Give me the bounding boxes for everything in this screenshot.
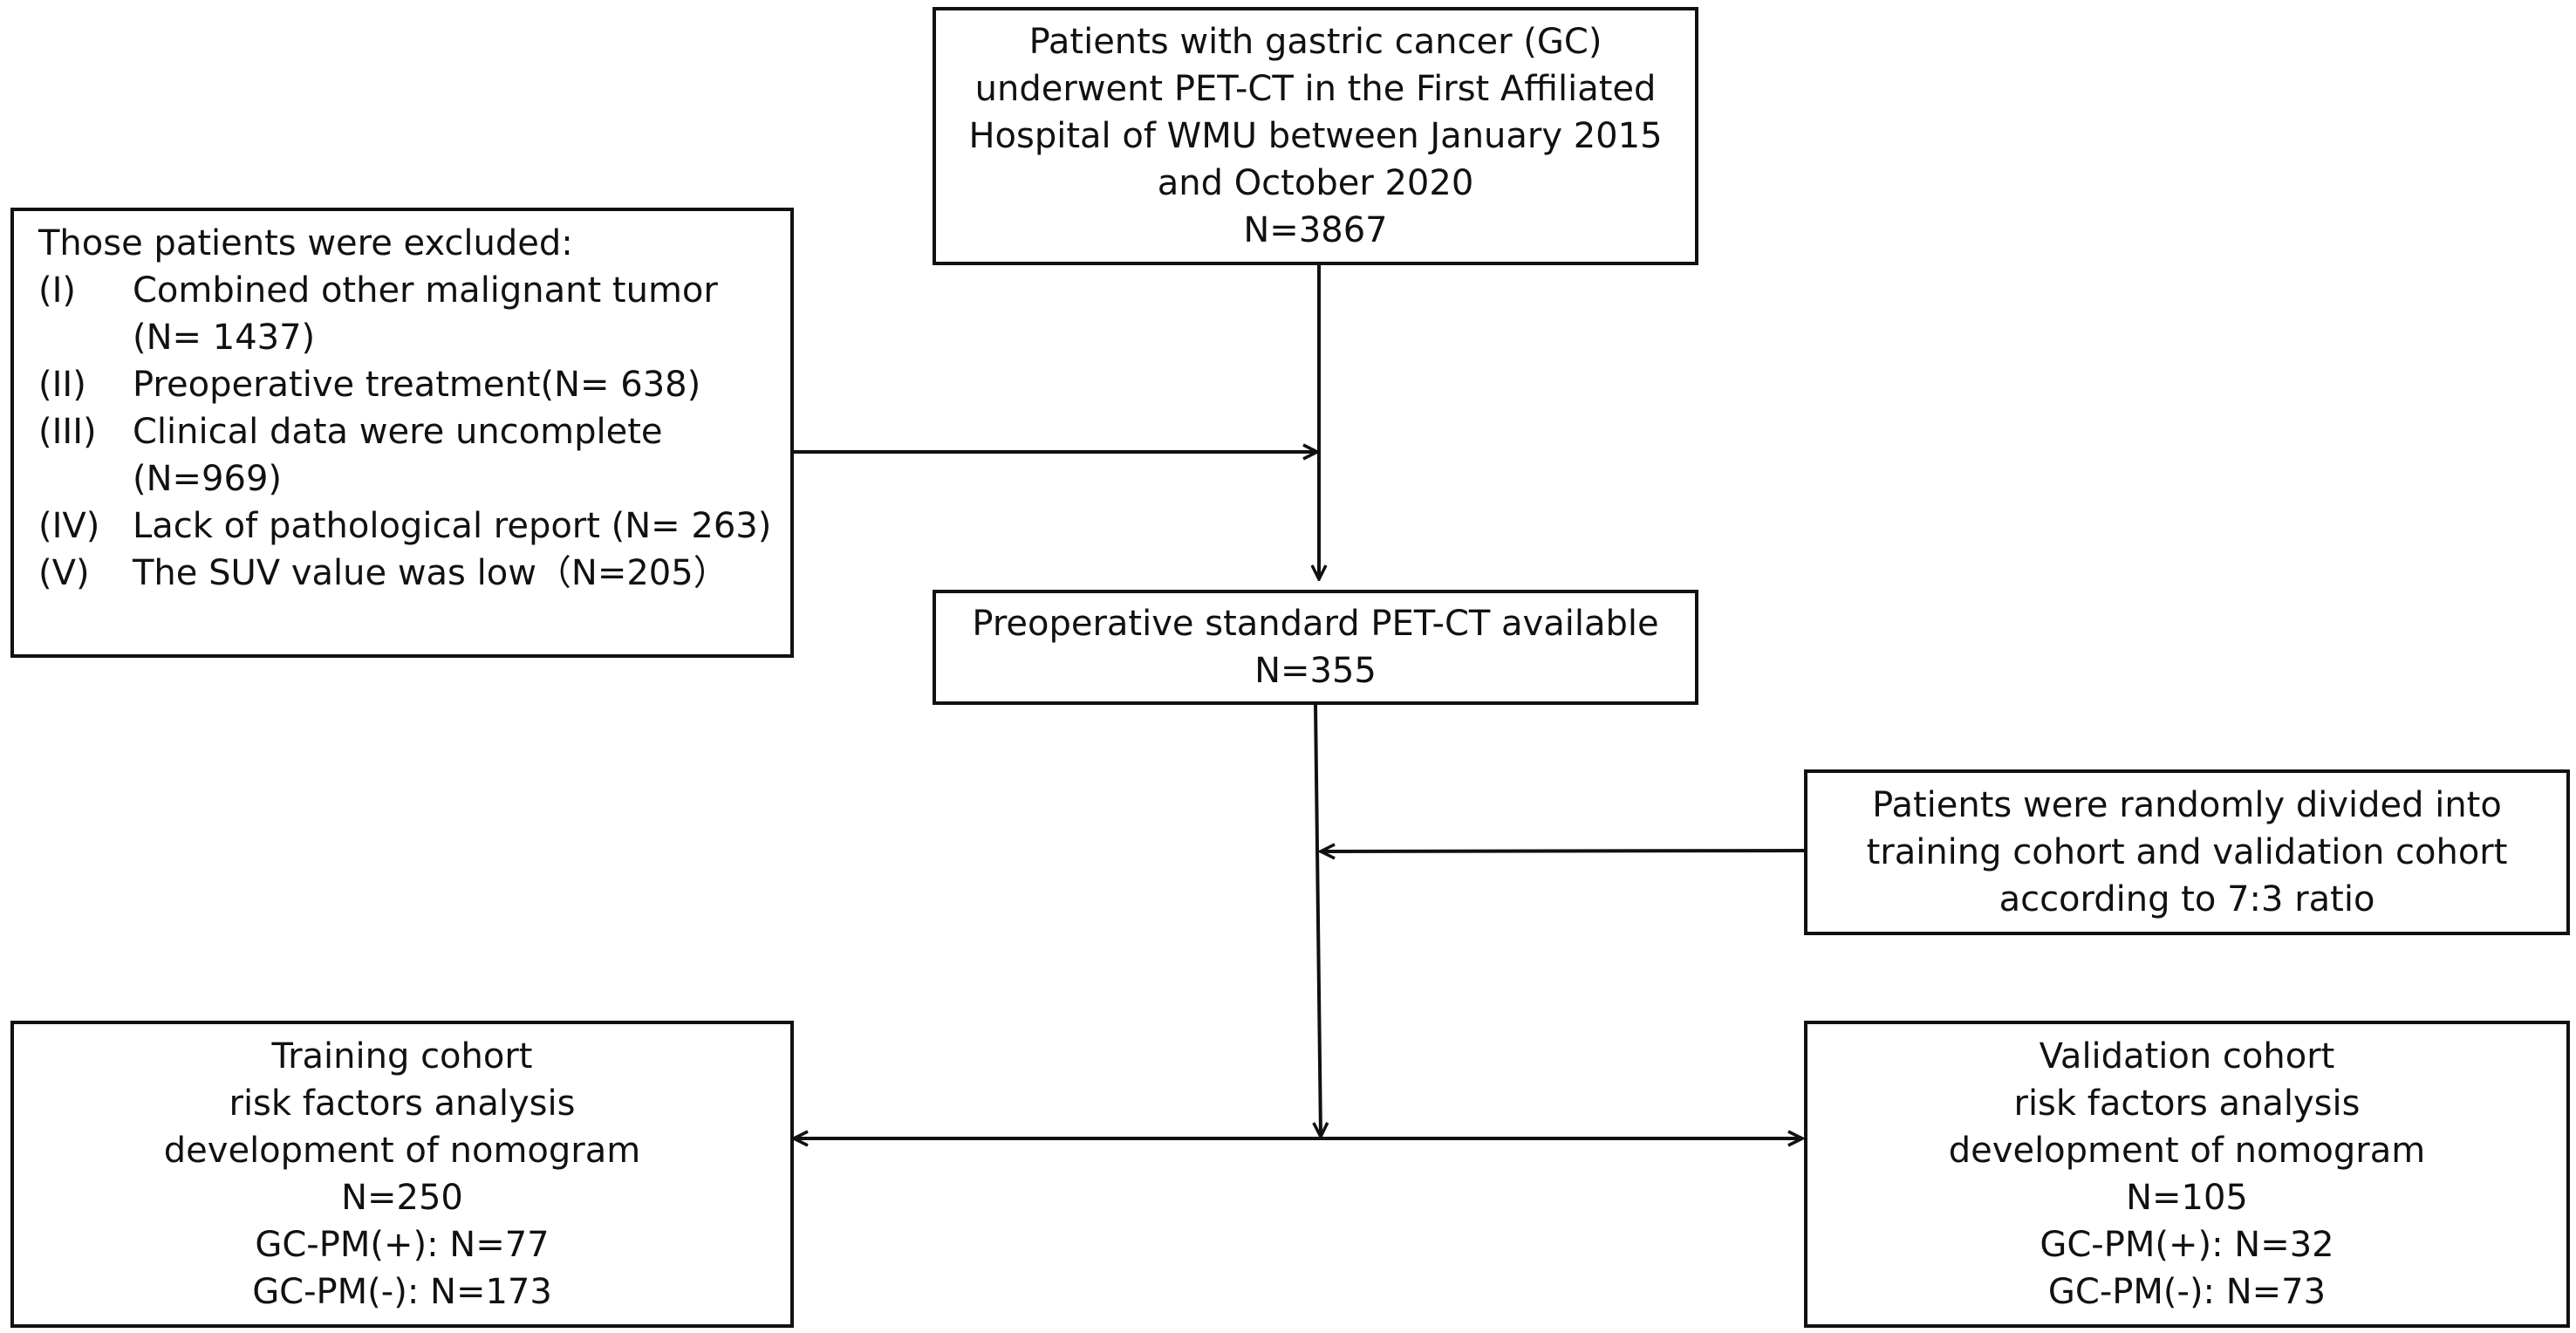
exclusion-item-number: (IV) [38,506,100,546]
arrow-available-to-split [1315,702,1321,1137]
exclusion-item-3: (III) Clinical data were uncomplete [38,408,790,455]
validation-cohort-box: Validation cohort risk factors analysis … [1804,1021,2570,1328]
source-line-3: Hospital of WMU between January 2015 [968,116,1663,156]
training-cohort-box: Training cohort risk factors analysis de… [10,1021,794,1328]
training-line-3: development of nomogram [163,1131,641,1171]
exclusion-item-number: (I) [38,270,77,311]
exclusion-item-1-cont: (N= 1437) [38,314,790,361]
exclusion-criteria-box: Those patients were excluded: (I) Combin… [10,208,794,658]
exclusion-item-count: (N=969) [133,459,282,499]
randomization-box: Patients were randomly divided into trai… [1804,769,2570,935]
validation-line-3: development of nomogram [1948,1131,2426,1171]
validation-count: N=105 [2126,1178,2248,1218]
training-line-2: risk factors analysis [229,1083,576,1124]
validation-line-2: risk factors analysis [2013,1083,2361,1124]
exclusion-item-number: (III) [38,412,97,452]
training-count: N=250 [341,1178,463,1218]
source-population-box: Patients with gastric cancer (GC) underw… [933,7,1698,265]
exclusion-item-4: (IV) Lack of pathological report (N= 263… [38,502,790,550]
training-title: Training cohort [271,1036,533,1077]
exclusion-item-text: Preoperative treatment(N= 638) [133,365,701,405]
randomization-line-1: Patients were randomly divided into [1872,785,2502,825]
randomization-line-2: training cohort and validation cohort [1866,832,2508,872]
validation-title: Validation cohort [2039,1036,2335,1077]
exclusion-item-text: Combined other malignant tumor [133,270,718,311]
exclusion-item-1: (I) Combined other malignant tumor [38,267,790,314]
exclusion-item-2: (II) Preoperative treatment(N= 638) [38,361,790,408]
exclusion-item-text: The SUV value was low（N=205） [133,553,728,593]
source-line-4: and October 2020 [1157,163,1474,203]
training-pm-negative: GC-PM(-): N=173 [252,1272,552,1312]
training-pm-positive: GC-PM(+): N=77 [255,1225,550,1265]
exclusion-item-text: Lack of pathological report (N= 263) [133,506,772,546]
validation-pm-positive: GC-PM(+): N=32 [2040,1225,2334,1265]
available-petct-box: Preoperative standard PET-CT available N… [933,590,1698,705]
source-count: N=3867 [1243,210,1388,250]
source-line-2: underwent PET-CT in the First Affiliated [974,69,1657,109]
available-count: N=355 [1254,651,1377,691]
exclusion-title: Those patients were excluded: [38,223,573,263]
source-line-1: Patients with gastric cancer (GC) [1028,22,1602,62]
exclusion-item-number: (V) [38,553,90,593]
validation-pm-negative: GC-PM(-): N=73 [2047,1272,2327,1312]
exclusion-item-number: (II) [38,365,86,405]
randomization-line-3: according to 7:3 ratio [1999,879,2375,919]
available-line-1: Preoperative standard PET-CT available [972,604,1659,644]
exclusion-item-5: (V) The SUV value was low（N=205） [38,550,790,597]
exclusion-item-3-cont: (N=969) [38,455,790,502]
exclusion-item-count: (N= 1437) [133,318,316,358]
exclusion-item-text: Clinical data were uncomplete [133,412,663,452]
